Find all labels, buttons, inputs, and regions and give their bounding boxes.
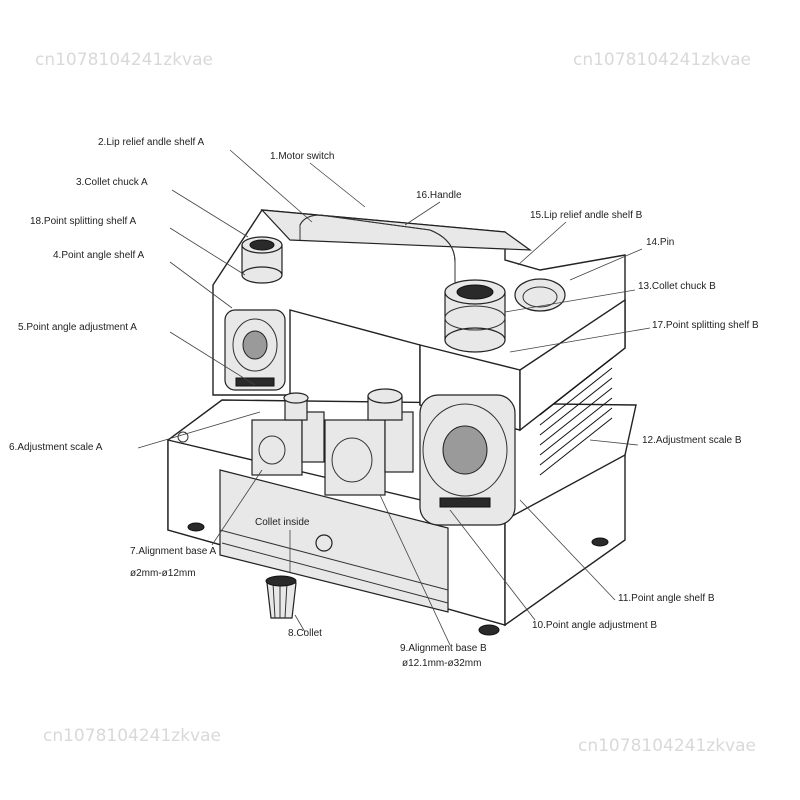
label-alignment-base-a: 7.Alignment base A (130, 546, 217, 557)
label-point-angle-adjustment-a: 5.Point angle adjustment A (18, 322, 137, 333)
label-point-splitting-shelf-b: 17.Point splitting shelf B (652, 320, 759, 331)
front-knob-shape (315, 534, 333, 552)
machine-base (167, 399, 637, 636)
watermark-top-right: cn1078104241zkvae (573, 50, 751, 70)
collet-chuck-b-shape (444, 279, 506, 353)
label-collet-inside: Collet inside (255, 517, 310, 528)
label-motor-switch: 1.Motor switch (270, 151, 335, 162)
label-range-b: ø12.1mm-ø32mm (402, 658, 482, 669)
label-collet-chuck-b: 13.Collet chuck B (638, 281, 716, 292)
label-point-angle-adjustment-b: 10.Point angle adjustment B (532, 620, 658, 631)
vent-grille (539, 357, 613, 476)
label-alignment-base-b: 9.Alignment base B (400, 643, 487, 654)
point-angle-shelf-b-shape (419, 394, 516, 526)
handle-shape (299, 214, 456, 285)
label-collet: 8.Collet (288, 628, 322, 639)
alignment-base-b-shape (324, 388, 414, 496)
alignment-base-a-shape (251, 392, 325, 476)
label-pin: 14.Pin (646, 237, 675, 248)
label-lip-relief-shelf-a: 2.Lip relief andle shelf A (98, 137, 205, 148)
label-collet-chuck-a: 3.Collet chuck A (76, 177, 148, 188)
label-handle: 16.Handle (416, 190, 462, 201)
watermark-bottom-left: cn1078104241zkvae (43, 726, 221, 746)
watermark-bottom-right: cn1078104241zkvae (578, 736, 756, 756)
label-adjustment-scale-b: 12.Adjustment scale B (642, 435, 742, 446)
label-point-splitting-shelf-a: 18.Point splitting shelf A (30, 216, 137, 227)
lip-relief-b-shape (514, 278, 566, 312)
watermark-top-left: cn1078104241zkvae (35, 50, 213, 70)
label-point-angle-shelf-b-text: 11.Point angle shelf B (618, 593, 715, 604)
label-point-angle-shelf-a: 4.Point angle shelf A (53, 250, 145, 261)
collet-chuck-a-shape (241, 236, 283, 284)
leader-lines (137, 149, 651, 646)
label-lip-relief-shelf-b: 15.Lip relief andle shelf B (530, 210, 643, 221)
point-angle-shelf-a-shape (224, 309, 286, 391)
label-range-a: ø2mm-ø12mm (130, 568, 196, 579)
collet-shape (265, 575, 297, 619)
label-adjustment-scale-a: 6.Adjustment scale A (9, 442, 103, 453)
